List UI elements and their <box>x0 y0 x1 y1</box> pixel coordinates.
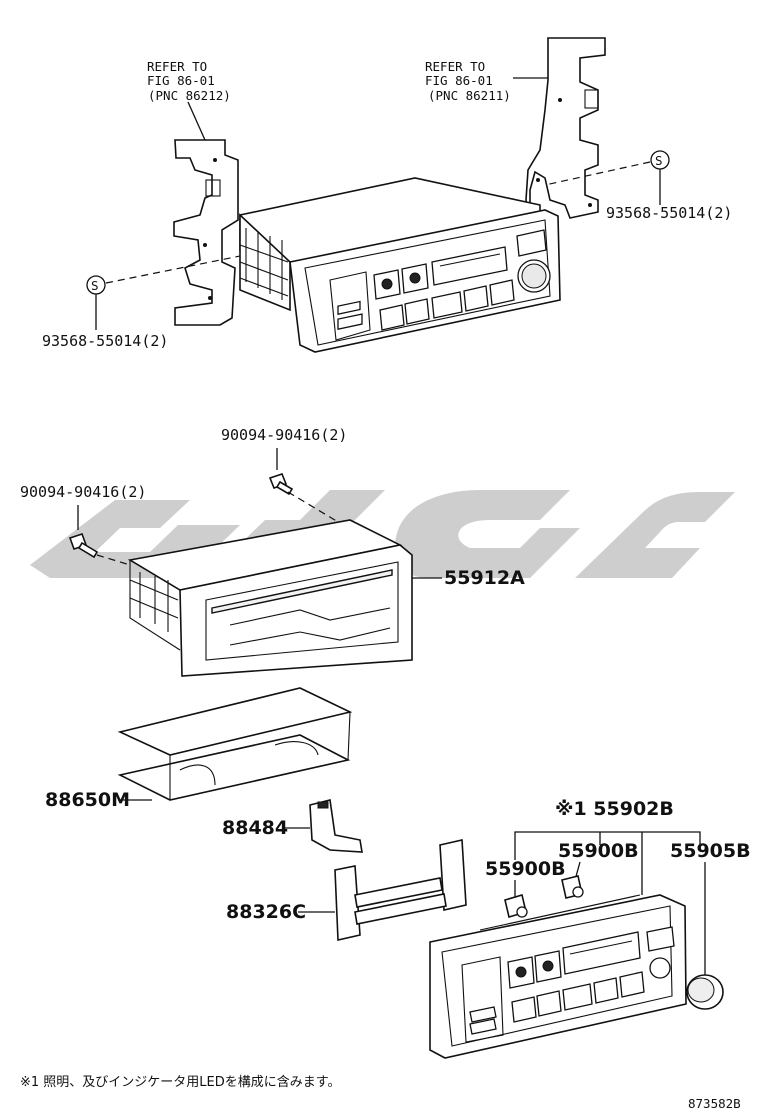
climate-control-unit-top <box>239 177 561 353</box>
svg-text:S: S <box>91 278 99 293</box>
label-bracket-box: 55912A <box>444 567 525 589</box>
bolt-lower <box>68 532 99 559</box>
label-clip: 88484 <box>222 817 288 839</box>
left-stay-bracket <box>173 139 239 326</box>
svg-text:S: S <box>655 153 663 168</box>
label-screw-left: 93568-55014(2) <box>42 332 168 350</box>
label-bolt-lower: 90094-90416(2) <box>20 483 146 501</box>
mounting-bar <box>334 839 467 941</box>
diagram-id: 873582B <box>688 1096 741 1111</box>
top-panel-buttons <box>373 229 551 331</box>
svg-text:(PNC 86211): (PNC 86211) <box>428 88 511 103</box>
screw-symbol-right: S <box>650 150 670 170</box>
svg-text:(PNC 86212): (PNC 86212) <box>148 88 231 103</box>
label-screw-right: 93568-55014(2) <box>606 204 732 222</box>
svg-text:FIG 86-01: FIG 86-01 <box>147 73 215 88</box>
dash-bolt-lower <box>96 554 131 566</box>
label-plate: 88650M <box>45 789 130 811</box>
knob-left <box>504 893 528 919</box>
label-knob-mid: 55900B <box>558 840 639 862</box>
label-assembly: ※1 55902B <box>555 798 674 820</box>
right-stay-bracket <box>525 37 606 237</box>
climate-control-unit-bottom <box>429 894 687 1059</box>
label-knob-left: 55900B <box>485 858 566 880</box>
dash-bolt-upper <box>287 491 386 551</box>
label-knob-right: 55905B <box>670 840 751 862</box>
bolt-upper <box>268 473 294 496</box>
label-bar: 88326C <box>226 901 306 923</box>
mounting-bracket-box <box>127 519 413 677</box>
knob-mid <box>561 875 584 899</box>
svg-text:FIG 86-01: FIG 86-01 <box>425 73 493 88</box>
heat-shield-plate <box>117 687 353 801</box>
label-bolt-upper: 90094-90416(2) <box>221 426 347 444</box>
screw-symbol-left: S <box>86 275 106 295</box>
dash-line-right-screw <box>544 161 651 186</box>
refer-right-label: REFER TO FIG 86-01 (PNC 86211) <box>425 59 511 103</box>
leader-assembly-bracket <box>514 831 701 860</box>
footnote: ※1 照明、及びインジケータ用LEDを構成に含みます。 <box>20 1074 340 1090</box>
svg-text:REFER TO: REFER TO <box>425 59 485 74</box>
leader-refer-left <box>187 101 206 141</box>
svg-text:REFER TO: REFER TO <box>147 59 207 74</box>
wiring-clip <box>309 799 363 853</box>
refer-left-label: REFER TO FIG 86-01 (PNC 86212) <box>147 59 231 103</box>
knob-right <box>686 974 724 1010</box>
